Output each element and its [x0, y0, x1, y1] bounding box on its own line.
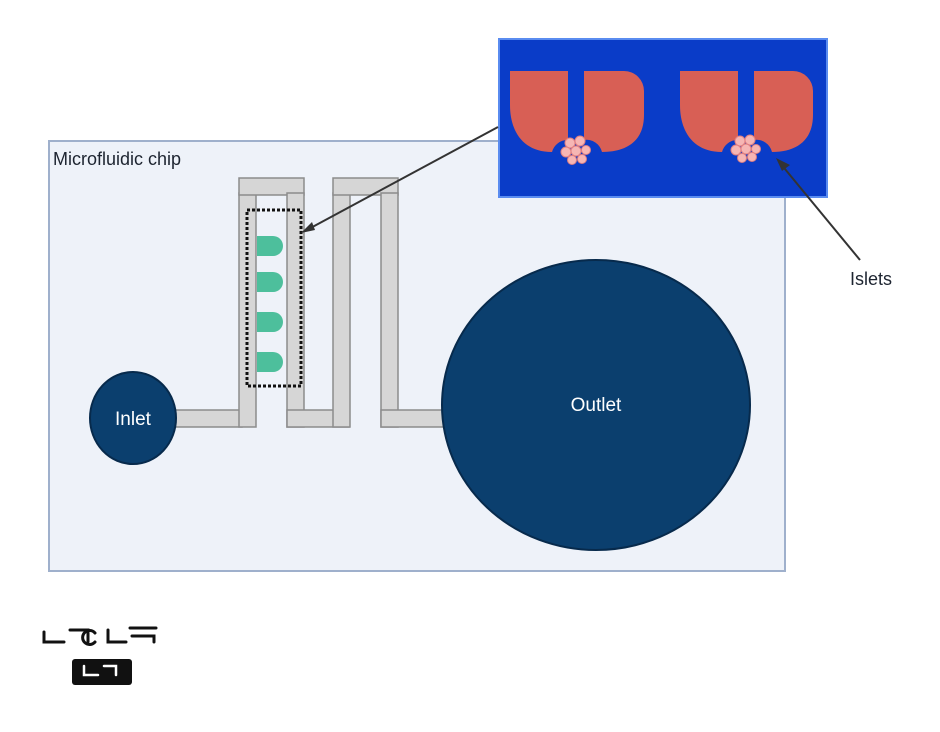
channel-right-vertical — [380, 192, 399, 428]
trap-cell — [257, 312, 283, 332]
islet-cluster — [560, 135, 591, 165]
chip-label: Microfluidic chip — [53, 149, 181, 169]
trap-cell — [257, 236, 283, 256]
channel-middle-vertical — [332, 192, 351, 428]
channel-outlet-horizontal — [380, 409, 448, 428]
zoom-inset — [498, 38, 828, 198]
inset-trap-right-lobe — [584, 71, 644, 152]
trap-array — [257, 236, 283, 372]
watermark-logo-block-glyph — [82, 664, 118, 677]
inlet-port — [89, 371, 177, 465]
channel-inlet-horizontal — [174, 409, 243, 428]
inset-trap-left-lobe — [680, 71, 738, 152]
inlet-label: Inlet — [115, 409, 152, 430]
inset-trap-left-lobe — [510, 71, 568, 152]
outlet-port — [441, 259, 751, 551]
inset-trap-right-lobe — [754, 71, 813, 152]
islets-pointer-arrowhead — [776, 158, 790, 171]
trap-cell — [257, 272, 283, 292]
islets-label: Islets — [850, 269, 892, 289]
outlet-label: Outlet — [571, 395, 622, 416]
watermark-logo — [42, 626, 158, 685]
zoom-leader-arrowhead — [301, 222, 315, 233]
zoom-region-box — [245, 208, 303, 388]
trap-cell — [257, 352, 283, 372]
watermark-logo-glyphs — [42, 626, 158, 646]
channel-network — [174, 177, 448, 428]
watermark-logo-block — [72, 659, 132, 685]
zoom-leader-line — [304, 126, 499, 232]
islets-pointer-line — [779, 162, 861, 261]
islet-cluster — [730, 134, 761, 163]
channel-top-bridge-1 — [238, 177, 305, 196]
